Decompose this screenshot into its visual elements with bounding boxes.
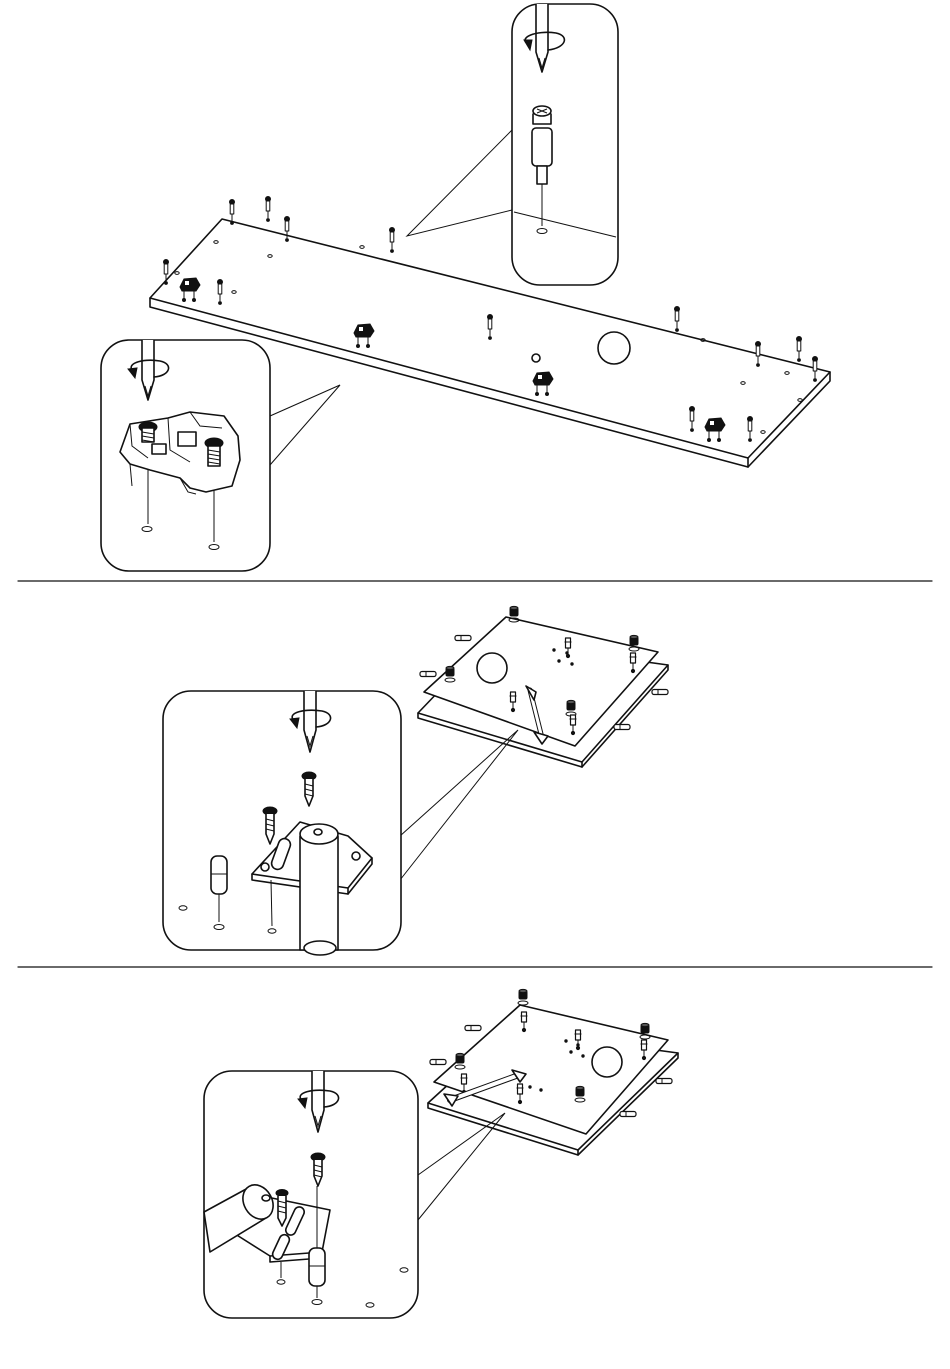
step-2 — [163, 606, 668, 955]
step-1 — [101, 4, 830, 571]
round-cutout — [592, 1047, 622, 1077]
callout-bottom — [101, 340, 270, 571]
callout-strut-bracket-leader — [400, 730, 518, 880]
round-cutout — [477, 653, 507, 683]
square-panel — [428, 989, 678, 1155]
callout-strut-bracket — [163, 691, 401, 955]
callout-top — [512, 4, 618, 285]
callout-strut-bracket-2-leader — [418, 1113, 505, 1220]
step-3 — [204, 989, 678, 1318]
callout-top-leader — [407, 130, 512, 236]
callout-strut-bracket-2 — [204, 1071, 418, 1318]
square-panel — [418, 606, 668, 767]
callout-bottom-leader — [270, 385, 340, 465]
round-cutout — [598, 332, 630, 364]
